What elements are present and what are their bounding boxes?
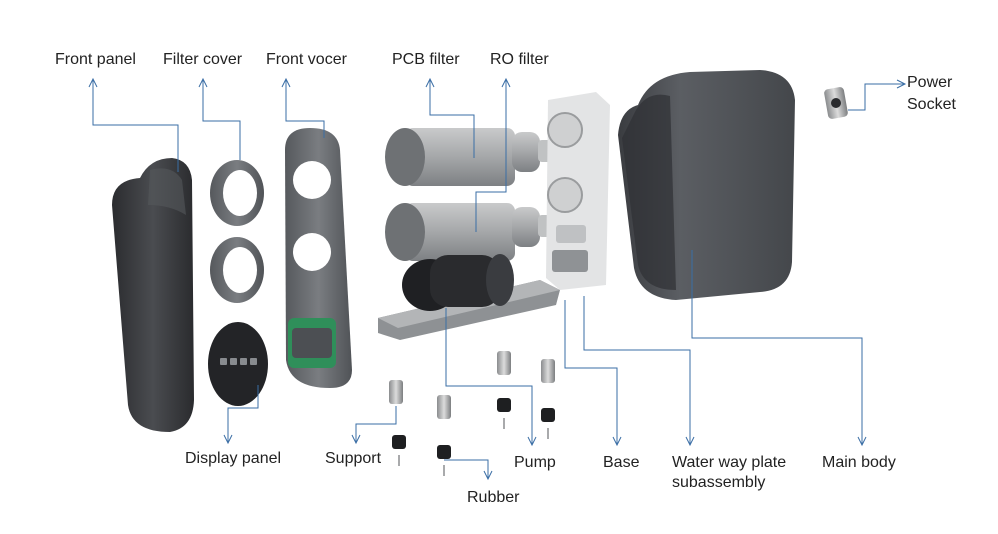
pcb-filter-part: [385, 128, 552, 186]
leader-main-body: [691, 250, 863, 444]
leader-lines: [88, 77, 907, 481]
screws: [398, 418, 549, 476]
label-display-panel: Display panel: [185, 450, 282, 467]
arrow-filter-cover: [198, 77, 208, 88]
arrow-power-socket: [896, 79, 907, 89]
arrow-base: [612, 436, 622, 447]
power-socket-part: [824, 87, 848, 119]
arrow-front-vocer: [281, 77, 291, 88]
label-base: Base: [603, 454, 640, 471]
leader-pump: [445, 308, 533, 444]
label-filter-cover: Filter cover: [163, 51, 243, 68]
arrow-pcb-filter: [425, 77, 435, 88]
arrow-water-way-plate: [685, 436, 695, 447]
label-rubber: Rubber: [467, 489, 520, 506]
label-ro-filter: RO filter: [490, 51, 549, 68]
label-main-body: Main body: [822, 454, 896, 471]
label-front-vocer: Front vocer: [266, 51, 347, 68]
filter-cover-part: [210, 160, 264, 303]
arrow-rubber: [483, 470, 493, 481]
label-water-way-plate-line2: subassembly: [672, 474, 766, 491]
arrow-front-panel: [88, 77, 98, 88]
leader-front-vocer: [285, 80, 325, 138]
support-part: [389, 351, 555, 419]
label-power-socket-line1: Power: [907, 74, 953, 91]
ro-filter-part: [385, 203, 552, 261]
label-front-panel: Front panel: [55, 51, 136, 68]
leader-support: [355, 406, 397, 442]
label-pcb-filter: PCB filter: [392, 51, 460, 68]
arrow-ro-filter: [501, 77, 511, 88]
leader-pcb-filter: [429, 80, 475, 158]
arrow-support: [351, 434, 361, 445]
leader-rubber: [444, 459, 489, 478]
front-vocer-part: [285, 128, 352, 388]
arrow-main-body: [857, 436, 867, 447]
label-water-way-plate-line1: Water way plate: [672, 454, 787, 471]
rubber-part: [392, 398, 555, 459]
leader-ro-filter: [475, 80, 507, 232]
display-panel-part: [208, 322, 268, 406]
leader-base: [564, 300, 618, 444]
water-way-plate-part: [546, 92, 610, 290]
arrow-pump: [527, 436, 537, 447]
leader-power-socket: [848, 83, 904, 111]
label-pump: Pump: [514, 454, 556, 471]
pump-part: [402, 254, 514, 311]
front-panel-part: [112, 158, 194, 432]
label-power-socket-line2: Socket: [907, 96, 956, 113]
label-support: Support: [325, 450, 382, 467]
leader-filter-cover: [202, 80, 241, 160]
leader-front-panel: [92, 80, 179, 172]
leader-display-panel: [227, 385, 259, 442]
main-body-part: [618, 70, 795, 300]
leader-water-way-plate: [583, 296, 691, 444]
arrow-display-panel: [223, 434, 233, 445]
